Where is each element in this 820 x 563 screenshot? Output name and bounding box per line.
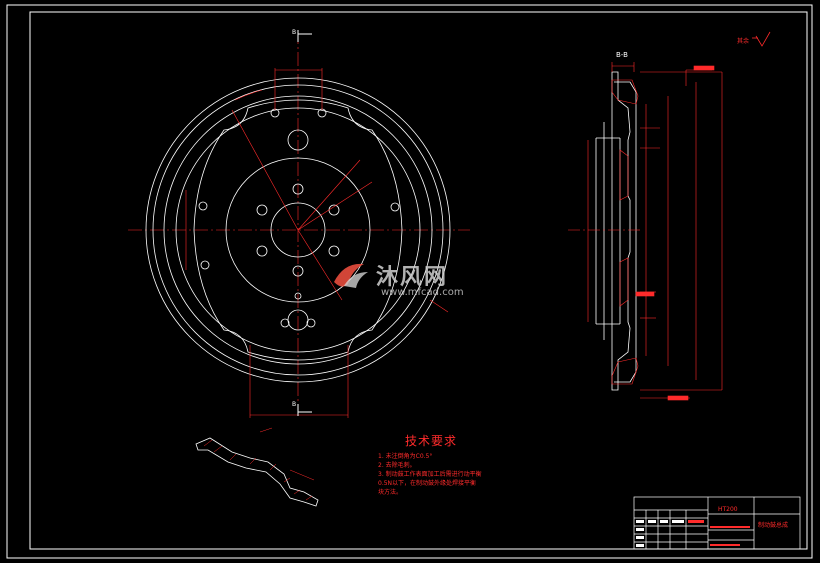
outer-frame xyxy=(6,4,813,559)
detail-view xyxy=(195,437,319,507)
section-dimensions xyxy=(568,62,723,401)
watermark-name: 沐风网 xyxy=(376,265,449,290)
inner-frame xyxy=(29,11,808,550)
watermark-logo-icon xyxy=(334,263,368,288)
tech-requirement-item: 块方法。 xyxy=(378,489,403,496)
section-hatch xyxy=(611,79,639,385)
front-view xyxy=(128,30,470,415)
title-block-part-name: 制动鼓总成 xyxy=(758,522,789,529)
title-block xyxy=(633,496,801,550)
tech-requirement-item: 1. 未注倒角为C0.5° xyxy=(378,453,433,460)
title-block-fills xyxy=(636,520,684,547)
cut-mark-bottom-letter: B xyxy=(292,401,296,408)
title-block-material: HT200 xyxy=(718,506,738,513)
title-block-red-fills xyxy=(688,520,750,546)
section-view-label: B-B xyxy=(616,51,628,59)
roughness-note: 其余 xyxy=(737,37,749,45)
section-view xyxy=(595,71,637,391)
watermark-url: www.mfcad.com xyxy=(381,287,464,298)
tech-requirements-list: 1. 未注倒角为C0.5° 2. 去除毛刺。 3. 制动鼓工作表面加工后需进行动… xyxy=(378,452,508,497)
detail-hatch xyxy=(203,427,315,501)
cut-mark-top-letter: B xyxy=(292,29,296,36)
front-view-dimensions xyxy=(185,68,449,418)
roughness-symbol-icon xyxy=(752,31,771,47)
tech-requirement-item: 0.5N以下，在制动鼓外缘处焊接平衡 xyxy=(378,480,477,487)
tech-requirement-item: 2. 去除毛刺。 xyxy=(378,462,416,469)
tech-requirement-item: 3. 制动鼓工作表面加工后需进行动平衡 xyxy=(378,471,482,478)
tech-requirements-title: 技术要求 xyxy=(405,434,458,448)
section-cut-marks xyxy=(297,30,312,416)
watermark: 沐风网 xyxy=(330,258,448,292)
